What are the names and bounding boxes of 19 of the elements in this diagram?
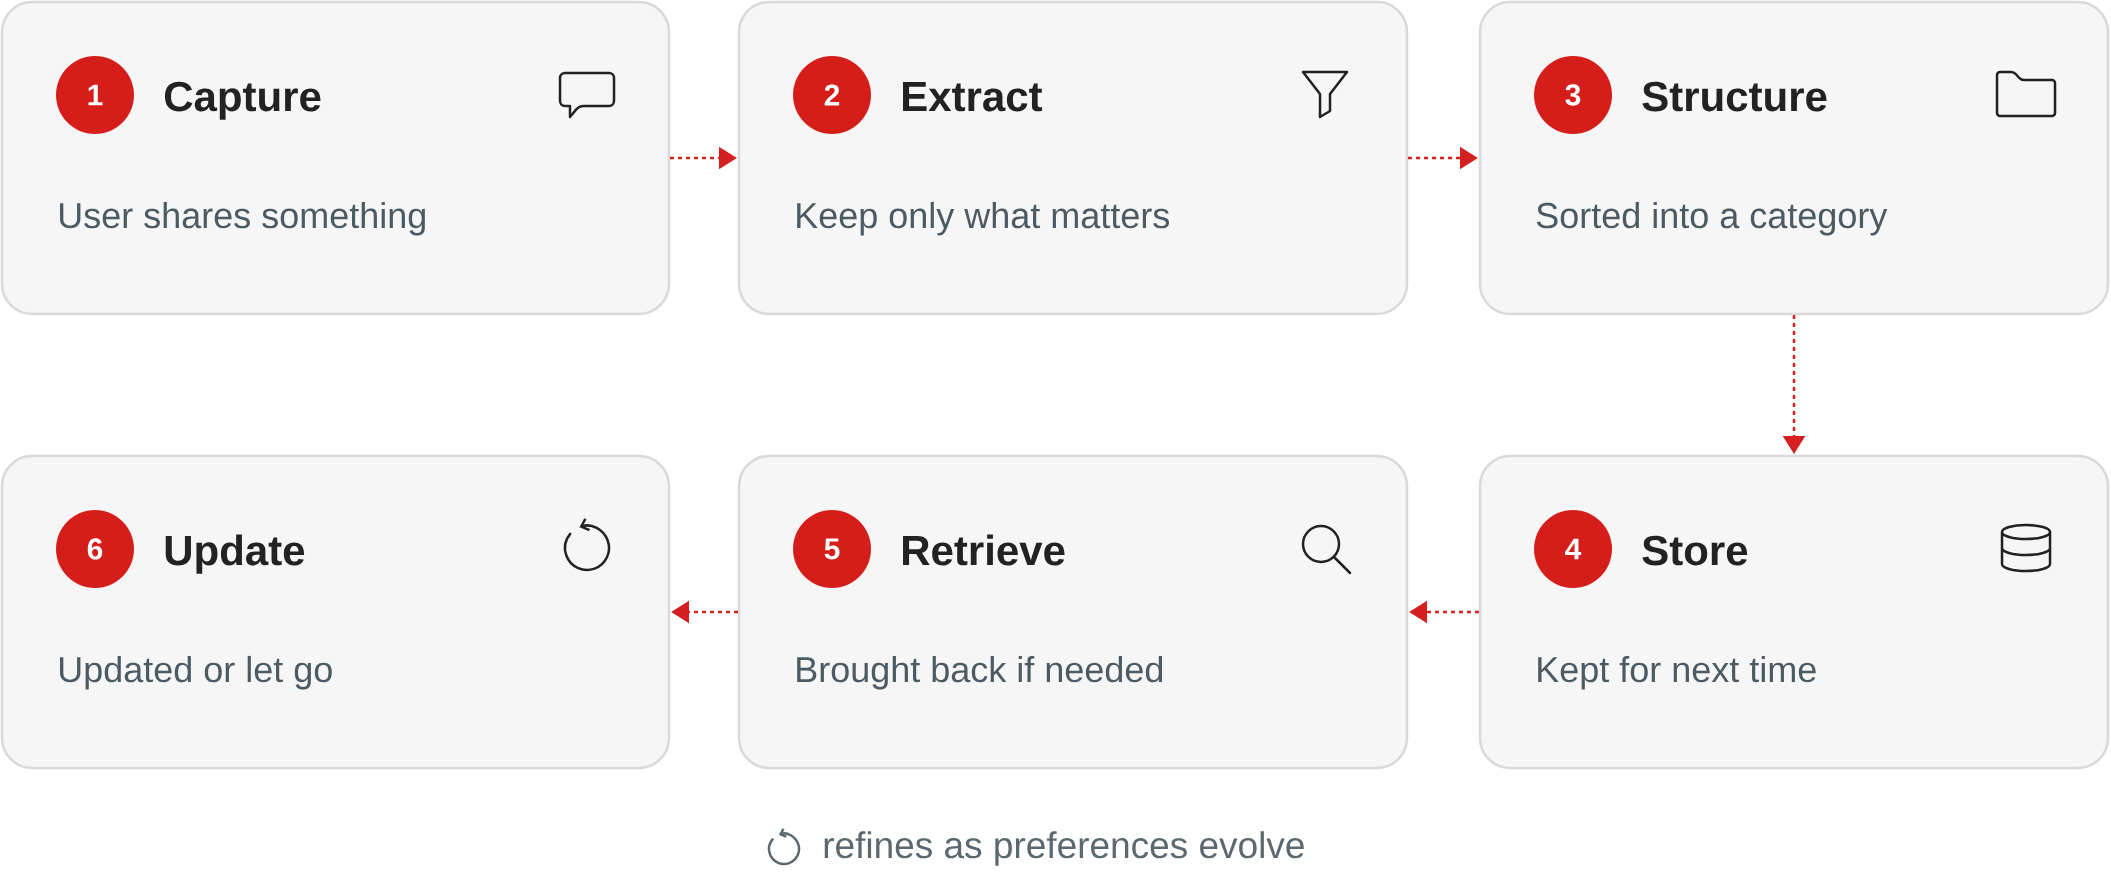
step-title: Store [1642, 535, 1748, 566]
number-badge: 5 [793, 510, 871, 588]
caption: refines as preferences evolve [824, 831, 1304, 866]
number-badge: 6 [56, 510, 134, 588]
number-badge: 2 [793, 56, 871, 134]
step-description: Brought back if needed [797, 655, 1163, 690]
number-badge: 4 [1534, 510, 1612, 588]
step-description: Keep only what matters [797, 201, 1170, 236]
step-title: Structure [1642, 81, 1827, 112]
number-badge: 3 [1534, 56, 1612, 134]
step-description: User shares something [60, 201, 425, 236]
number-badge: 1 [56, 56, 134, 134]
step-title: Capture [164, 81, 321, 120]
step-description: Updated or let go [60, 655, 332, 690]
step-title: Retrieve [903, 534, 1065, 566]
step-description: Sorted into a category [1536, 201, 1888, 236]
step-title: Update [165, 534, 305, 574]
step-title: Extract [903, 82, 1043, 112]
step-description: Kept for next time [1538, 655, 1816, 690]
